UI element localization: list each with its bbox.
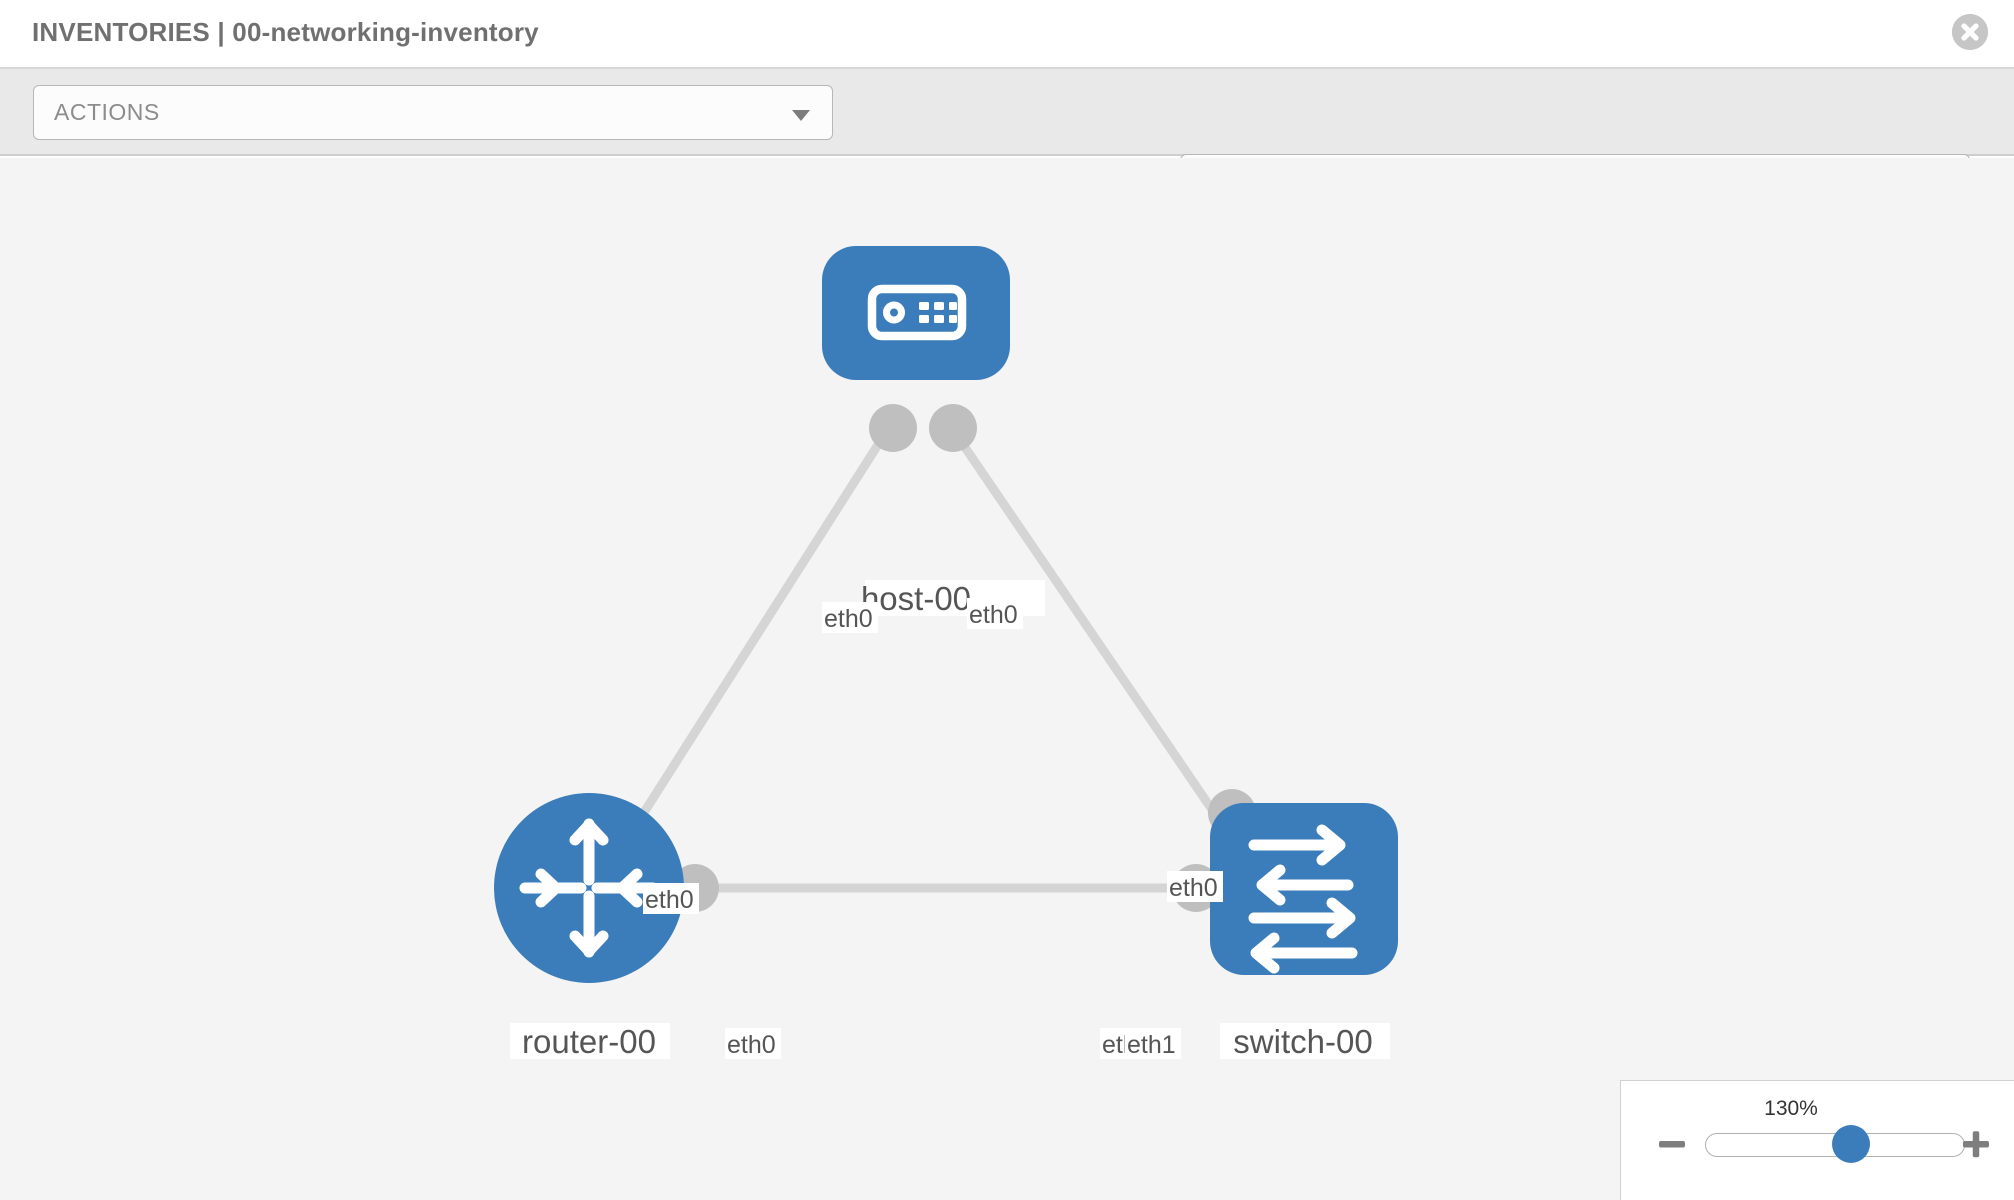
close-icon[interactable] [1952,14,1988,50]
node-label-host: host-00 [861,580,971,617]
port-host-right[interactable] [929,404,977,452]
iface-label-switch-up-text: eth0 [1169,874,1218,902]
iface-label-switch-up: eth0 [1167,871,1223,902]
iface-label-router-right: eth0 [725,1028,781,1059]
plus-icon[interactable] [1959,1127,1993,1161]
zoom-level-label: 130% [1764,1097,1818,1120]
iface-label-host-right-text: eth0 [969,601,1018,629]
link-host-router[interactable] [611,415,899,861]
zoom-control-panel: 130% [1620,1080,2014,1200]
iface-label-router-up: eth0 [643,883,699,914]
actions-dropdown[interactable]: ACTIONS [33,85,833,140]
iface-label-host-left: eth0 [822,602,878,633]
interface-labels: eth0 eth0 eth0 eth0 eth0 [643,598,1223,1059]
topology-links [611,415,1249,893]
link-host-switch[interactable] [941,415,1249,861]
node-host-00[interactable]: host-00 [822,246,1045,617]
node-label-router: router-00 [522,1023,656,1060]
port-host-left[interactable] [869,404,917,452]
topology-canvas[interactable]: host-00 router-00 [0,158,2014,1200]
iface-label-switch-left-text: eth1 [1127,1031,1176,1059]
topology-ports [671,404,1256,912]
iface-label-host-right: eth0 [967,598,1023,629]
switch-arrows-icon [1248,824,1358,974]
node-label-switch: switch-00 [1233,1023,1372,1060]
server-icon [867,284,967,341]
node-router-00[interactable]: router-00 [494,793,684,1060]
node-switch-00[interactable]: switch-00 [1210,803,1398,1060]
iface-label-host-left-text: eth0 [824,605,873,633]
iface-label-switch-left: eth1 [1125,1028,1181,1059]
actions-dropdown-label: ACTIONS [54,99,160,125]
chevron-down-icon [792,110,810,121]
window-header: INVENTORIES | 00-networking-inventory [0,0,2014,69]
iface-label-router-right-text: eth0 [727,1031,776,1059]
zoom-slider-thumb[interactable] [1831,1125,1870,1163]
minus-icon[interactable] [1655,1127,1689,1161]
toolbar: ACTIONS SEARCH [0,69,2014,209]
page-title: INVENTORIES | 00-networking-inventory [32,17,539,47]
iface-label-router-up-text: eth0 [645,886,694,914]
